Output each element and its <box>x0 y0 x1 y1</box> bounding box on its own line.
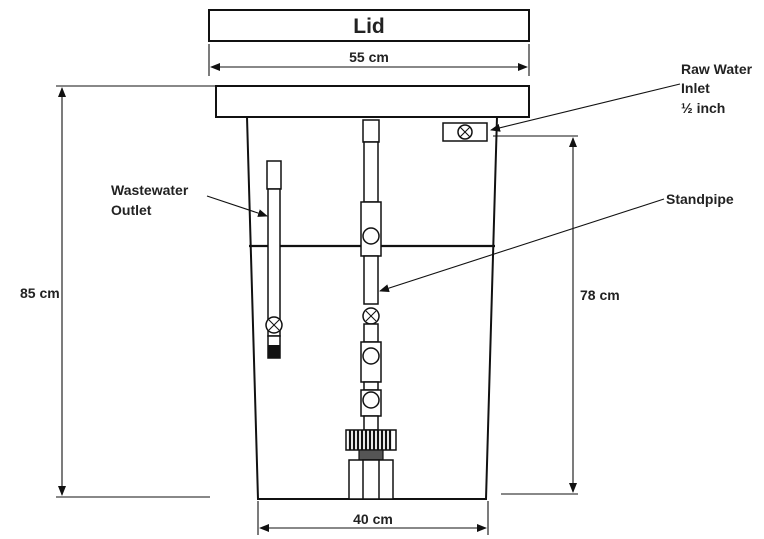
dimension-inner-height-label: 78 cm <box>580 287 620 303</box>
dimension-base-width: 40 cm <box>257 501 489 535</box>
separate-lid: Lid <box>208 9 530 42</box>
standpipe-label: Standpipe <box>666 191 734 207</box>
dimension-total-height: 85 cm <box>20 85 216 498</box>
raw-water-inlet-label-line3: ½ inch <box>681 100 725 116</box>
dimension-inner-height: 78 cm <box>493 135 620 495</box>
tank-body <box>215 85 530 500</box>
dimension-lid-width: 55 cm <box>208 44 530 76</box>
dimension-base-width-label: 40 cm <box>353 511 393 527</box>
dimension-lid-width-label: 55 cm <box>349 49 389 65</box>
lid-label: Lid <box>353 15 385 38</box>
wastewater-outlet-pipe <box>265 160 283 359</box>
raw-water-inlet-label-line1: Raw Water <box>681 61 753 77</box>
tank-lid <box>215 85 530 118</box>
callout-standpipe: Standpipe <box>379 191 734 293</box>
raw-water-inlet-label-line2: Inlet <box>681 80 710 96</box>
raw-water-inlet-valve <box>442 122 488 142</box>
wastewater-outlet-label-line2: Outlet <box>111 202 152 218</box>
callout-raw-water-inlet: Raw Water Inlet ½ inch <box>490 61 753 132</box>
callout-wastewater-outlet: Wastewater Outlet <box>111 182 268 218</box>
wastewater-outlet-label-line1: Wastewater <box>111 182 189 198</box>
dimension-total-height-label: 85 cm <box>20 285 60 301</box>
standpipe <box>345 119 397 500</box>
